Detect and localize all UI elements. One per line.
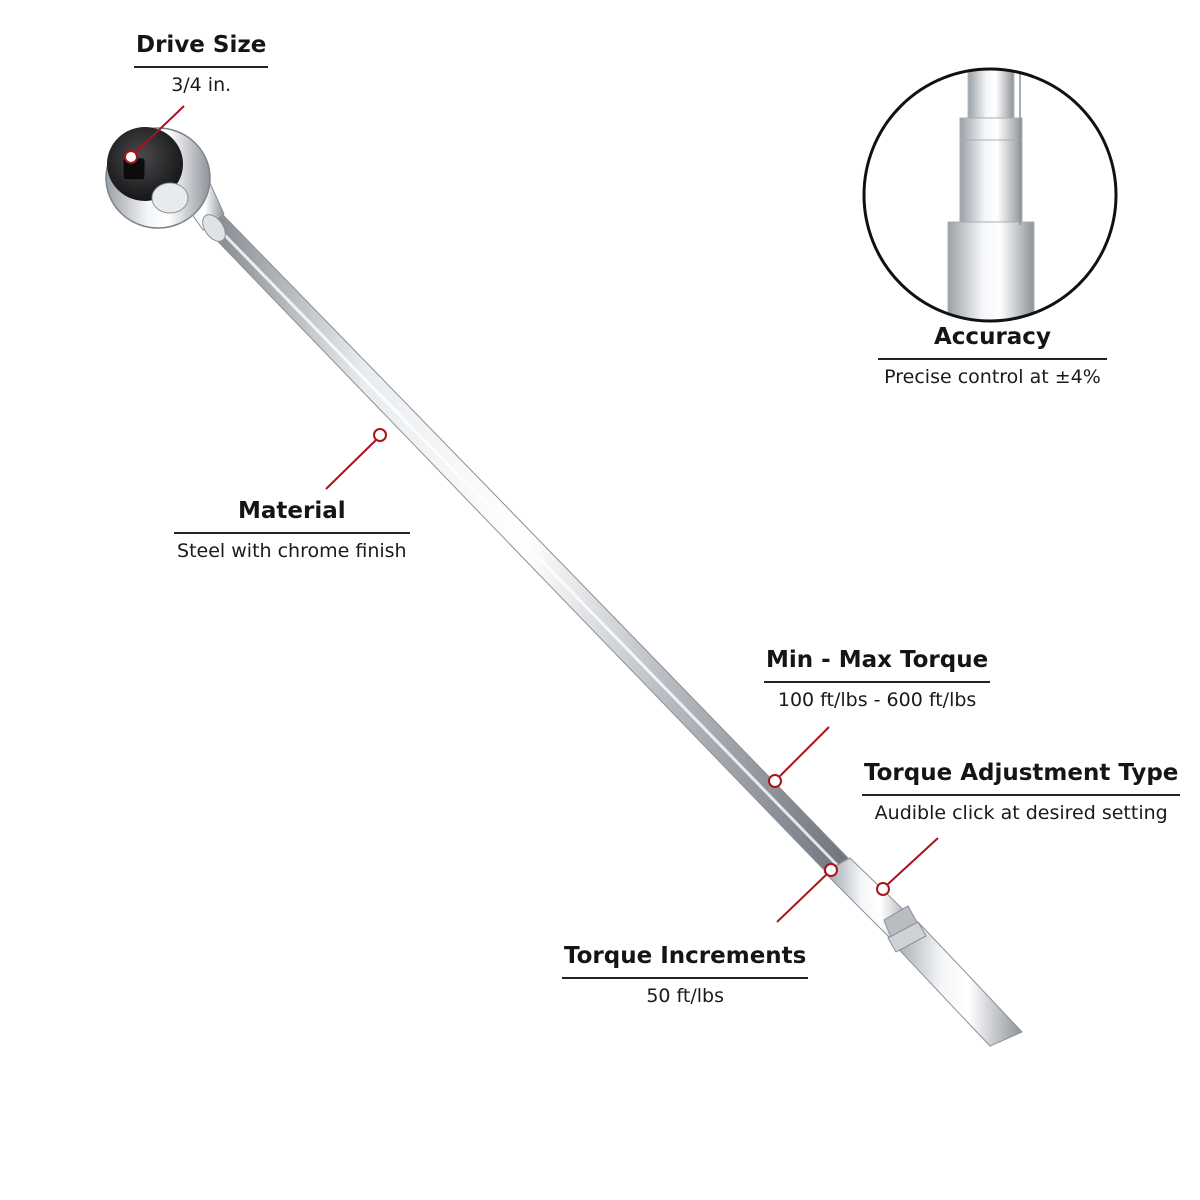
- leader-lines: [124, 105, 939, 923]
- callout-title: Accuracy: [878, 322, 1107, 360]
- callout-title: Material: [174, 496, 410, 534]
- marker-min-max-torque: [768, 774, 782, 788]
- callout-adjustment-type: Torque Adjustment Type Audible click at …: [862, 758, 1181, 826]
- callout-desc: 100 ft/lbs - 600 ft/lbs: [777, 689, 977, 711]
- marker-drive-size: [124, 150, 138, 164]
- callout-title: Drive Size: [134, 30, 269, 68]
- callout-drive-size: Drive Size 3/4 in.: [134, 30, 269, 98]
- marker-adjustment-type: [876, 882, 890, 896]
- callout-desc: 50 ft/lbs: [646, 985, 725, 1007]
- leader-increments: [776, 873, 828, 923]
- callout-accuracy: Accuracy Precise control at ±4%: [878, 322, 1107, 390]
- callout-material: Material Steel with chrome finish: [174, 496, 410, 564]
- leader-drive-size: [135, 105, 185, 153]
- callout-desc: Steel with chrome finish: [177, 540, 407, 562]
- leader-min-max-torque: [779, 726, 830, 777]
- accuracy-zoom-circle: [862, 67, 1118, 323]
- callout-title: Torque Adjustment Type: [862, 758, 1181, 796]
- marker-increments: [824, 863, 838, 877]
- callout-min-max-torque: Min - Max Torque 100 ft/lbs - 600 ft/lbs: [764, 645, 991, 713]
- callout-desc: Audible click at desired setting: [874, 802, 1168, 824]
- callout-title: Min - Max Torque: [764, 645, 991, 683]
- callout-desc: 3/4 in.: [171, 74, 232, 96]
- marker-material: [373, 428, 387, 442]
- callout-desc: Precise control at ±4%: [884, 366, 1101, 388]
- callout-title: Torque Increments: [562, 941, 809, 979]
- callout-increments: Torque Increments 50 ft/lbs: [562, 941, 809, 1009]
- leader-adjustment-type: [887, 837, 939, 885]
- leader-material: [325, 439, 377, 490]
